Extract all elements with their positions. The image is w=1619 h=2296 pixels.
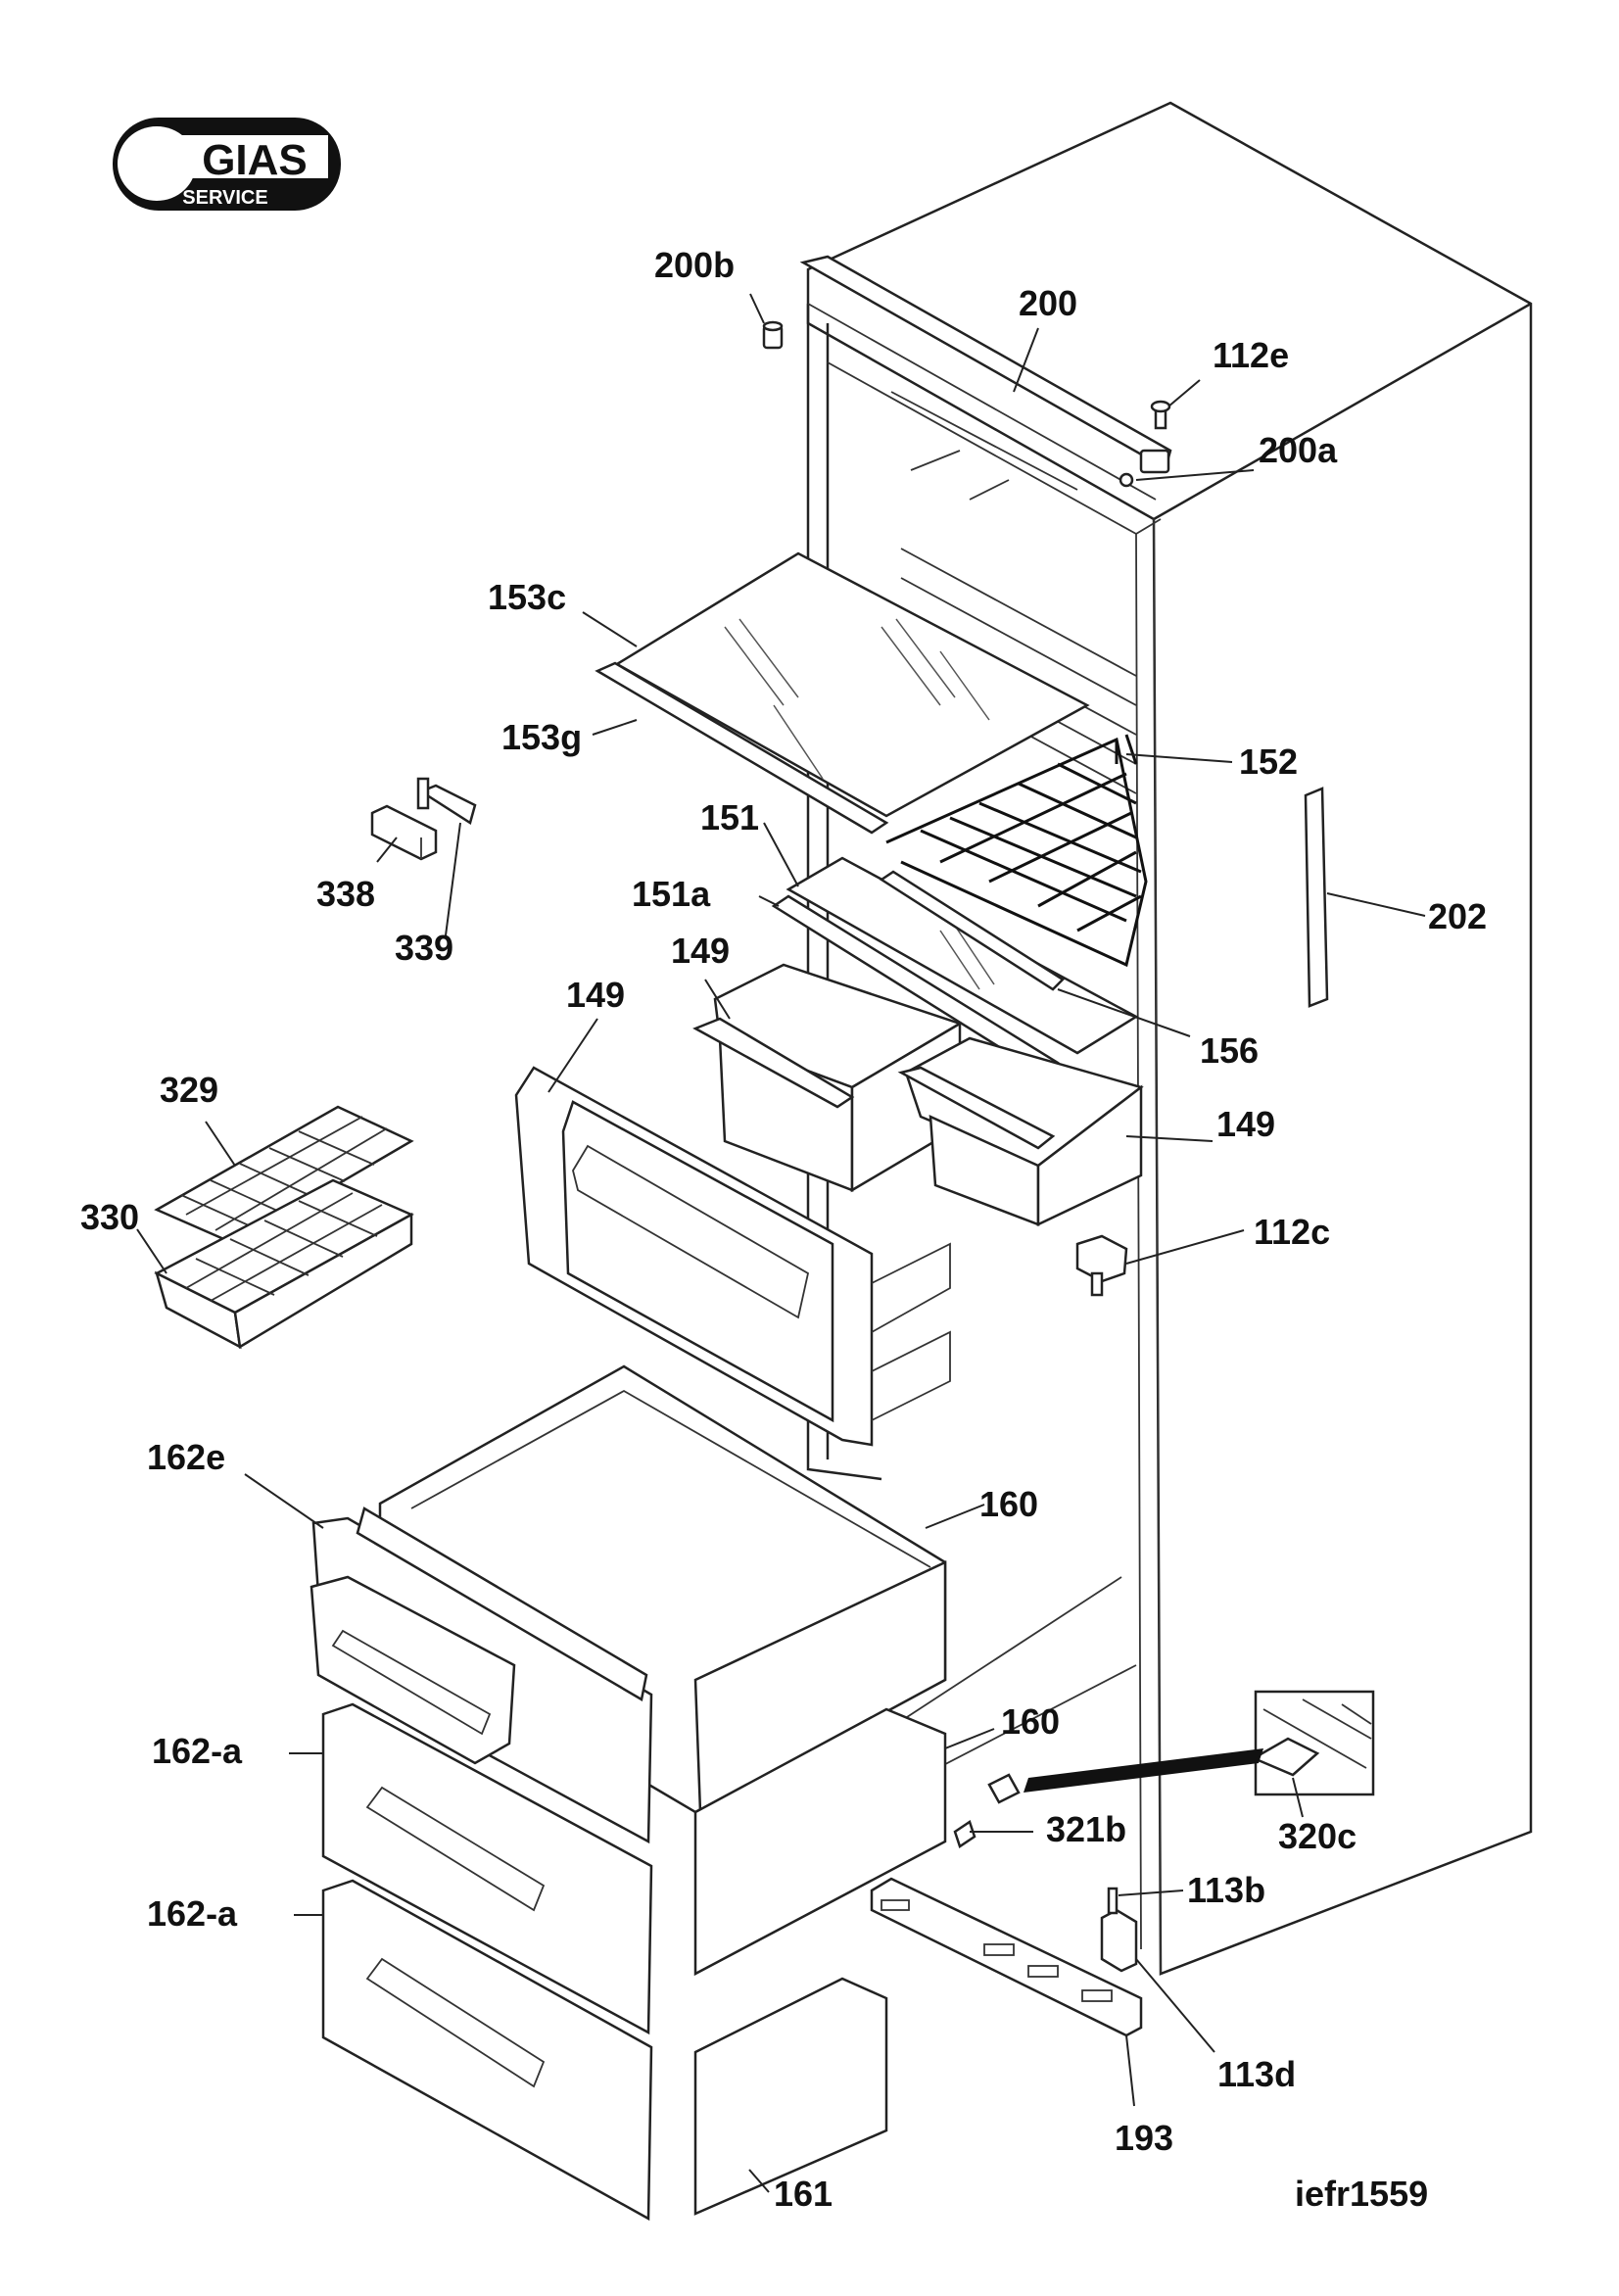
logo-sub-text: SERVICE: [182, 187, 267, 209]
label-151a: 151a: [632, 874, 711, 914]
label-113b: 113b: [1187, 1870, 1265, 1910]
kick-plate-193: [870, 1877, 1143, 2037]
label-153c: 153c: [488, 577, 566, 617]
label-112e: 112e: [1213, 335, 1289, 375]
label-156: 156: [1200, 1030, 1259, 1071]
label-161: 161: [774, 2174, 833, 2214]
glass-shelf-153c: [595, 551, 1090, 835]
ice-tray-329-330: [154, 1105, 414, 1350]
label-162e: 162e: [147, 1437, 225, 1477]
label-162-a-lower: 162-a: [147, 1893, 238, 1934]
top-trim-200: [762, 255, 1172, 488]
crisper-drawers-149: [692, 963, 1144, 1226]
label-149-crisper: 149: [671, 931, 730, 971]
freezer-flap-149: [514, 1066, 951, 1447]
label-160-middle: 160: [1001, 1701, 1060, 1742]
freezer-drawer-161-bottom: [321, 1879, 888, 2222]
freezer-drawer-160-middle: [321, 1702, 947, 2035]
hinge-113d: [1100, 1887, 1138, 1973]
label-149-right: 149: [1216, 1104, 1275, 1144]
part-338-339: [370, 777, 477, 861]
label-200b: 200b: [654, 245, 735, 285]
label-112c: 112c: [1254, 1212, 1330, 1252]
gias-service-logo: GIAS SERVICE: [113, 118, 341, 211]
label-160-upper: 160: [979, 1484, 1038, 1524]
label-162-a-upper: 162-a: [152, 1731, 243, 1771]
label-152: 152: [1239, 741, 1298, 782]
label-151: 151: [700, 797, 759, 837]
part-labels: 200b 200 112e 200a 153c 153g 152 151 151…: [80, 245, 1487, 2214]
leader-lines: [136, 293, 1426, 2193]
label-339: 339: [395, 928, 453, 968]
label-320c: 320c: [1278, 1816, 1357, 1856]
profile-202: [1304, 787, 1329, 1008]
label-149-flap: 149: [566, 975, 625, 1015]
label-330: 330: [80, 1197, 139, 1237]
freezer-drawer-160-upper: [310, 1364, 947, 1844]
label-200a: 200a: [1259, 430, 1338, 470]
wire-shelf-152: [885, 734, 1148, 968]
crisper-cover-151: [771, 856, 1139, 1079]
label-200: 200: [1019, 283, 1077, 323]
label-321b: 321b: [1046, 1809, 1126, 1849]
fridge-cabinet: [806, 101, 1533, 1976]
detail-inset-320c: [1024, 1690, 1375, 1796]
logo-brand-text: GIAS: [202, 136, 308, 184]
label-338: 338: [316, 874, 375, 914]
label-153g: 153g: [501, 717, 582, 757]
part-321b: [953, 1773, 1021, 1848]
label-202: 202: [1428, 896, 1487, 936]
label-113d: 113d: [1217, 2054, 1296, 2094]
label-329: 329: [160, 1070, 218, 1110]
hinge-112c: [1075, 1234, 1128, 1297]
drawing-code: iefr1559: [1295, 2174, 1428, 2214]
label-193: 193: [1115, 2118, 1173, 2158]
